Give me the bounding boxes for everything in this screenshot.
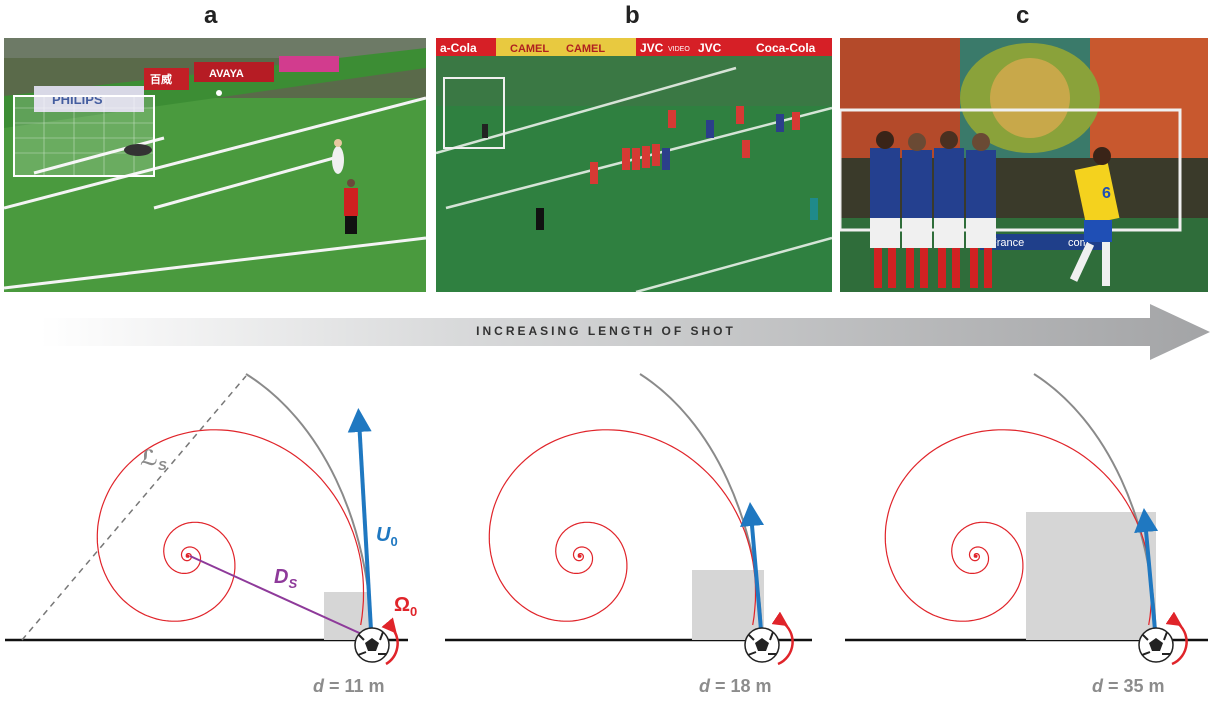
omega0-label: Ω0: [394, 594, 418, 619]
ds-line: [189, 555, 367, 637]
ad-coca-cola-left: a-Cola: [440, 41, 477, 55]
panel-letter-b: b: [625, 2, 640, 29]
velocity-arrow-c: [1134, 508, 1159, 631]
panel-letter-c: c: [1016, 2, 1030, 29]
spiral-a: [96, 429, 365, 626]
ad-com: com: [1068, 237, 1089, 249]
ad-jvc-1: JVC: [640, 41, 664, 55]
spin-arrow-b: [771, 611, 794, 666]
spin-arrow-c: [1165, 611, 1188, 666]
diagram-c: [845, 373, 1208, 666]
ad-camel-1: CAMEL: [510, 43, 549, 55]
ball-a: [354, 627, 390, 663]
diagram-a: [5, 373, 408, 666]
ad-budweiser: 百威: [150, 72, 172, 86]
spiral-b: [488, 429, 757, 626]
panel-letter-a: a: [204, 2, 218, 29]
velocity-arrow-b: [740, 502, 764, 631]
spiral-asymptote-line: [21, 375, 247, 641]
svg-text:6: 6: [1102, 185, 1111, 202]
photo-free-kick-wall: a-Cola CAMEL CAMEL JVC VIDEO JVC Coca-Co…: [436, 38, 832, 292]
ds-label: DS: [274, 566, 298, 591]
ad-video: VIDEO: [668, 46, 690, 53]
arrow-label: INCREASING LENGTH OF SHOT: [476, 324, 736, 338]
photo-penalty-kick: PHILIPS AVAYA 百威: [4, 38, 426, 292]
ad-avaya: AVAYA: [209, 68, 244, 80]
ad-coca-cola-right: Coca-Cola: [756, 41, 816, 55]
increasing-length-arrow: [0, 302, 1212, 364]
photo-long-free-kick: France com 6: [840, 38, 1208, 292]
spiral-diagrams: [5, 373, 1208, 666]
ball-c: [1138, 627, 1174, 663]
ball-b: [744, 627, 780, 663]
distance-label-a: d = 11 m: [313, 676, 385, 696]
ad-france: France: [990, 237, 1024, 249]
obstacle-b: [692, 570, 764, 640]
velocity-arrow-a: [347, 408, 373, 631]
obstacle-c: [1026, 512, 1156, 640]
spin-arrow-a: [381, 617, 399, 666]
u0-label: U0: [376, 524, 398, 549]
ad-camel-2: CAMEL: [566, 43, 605, 55]
distance-label-c: d = 35 m: [1092, 676, 1165, 696]
ad-jvc-2: JVC: [698, 41, 722, 55]
spiral-length-label: ℒS: [140, 447, 167, 474]
distance-label-b: d = 18 m: [699, 676, 772, 696]
diagram-b: [445, 373, 812, 666]
spiral-c: [884, 429, 1153, 626]
